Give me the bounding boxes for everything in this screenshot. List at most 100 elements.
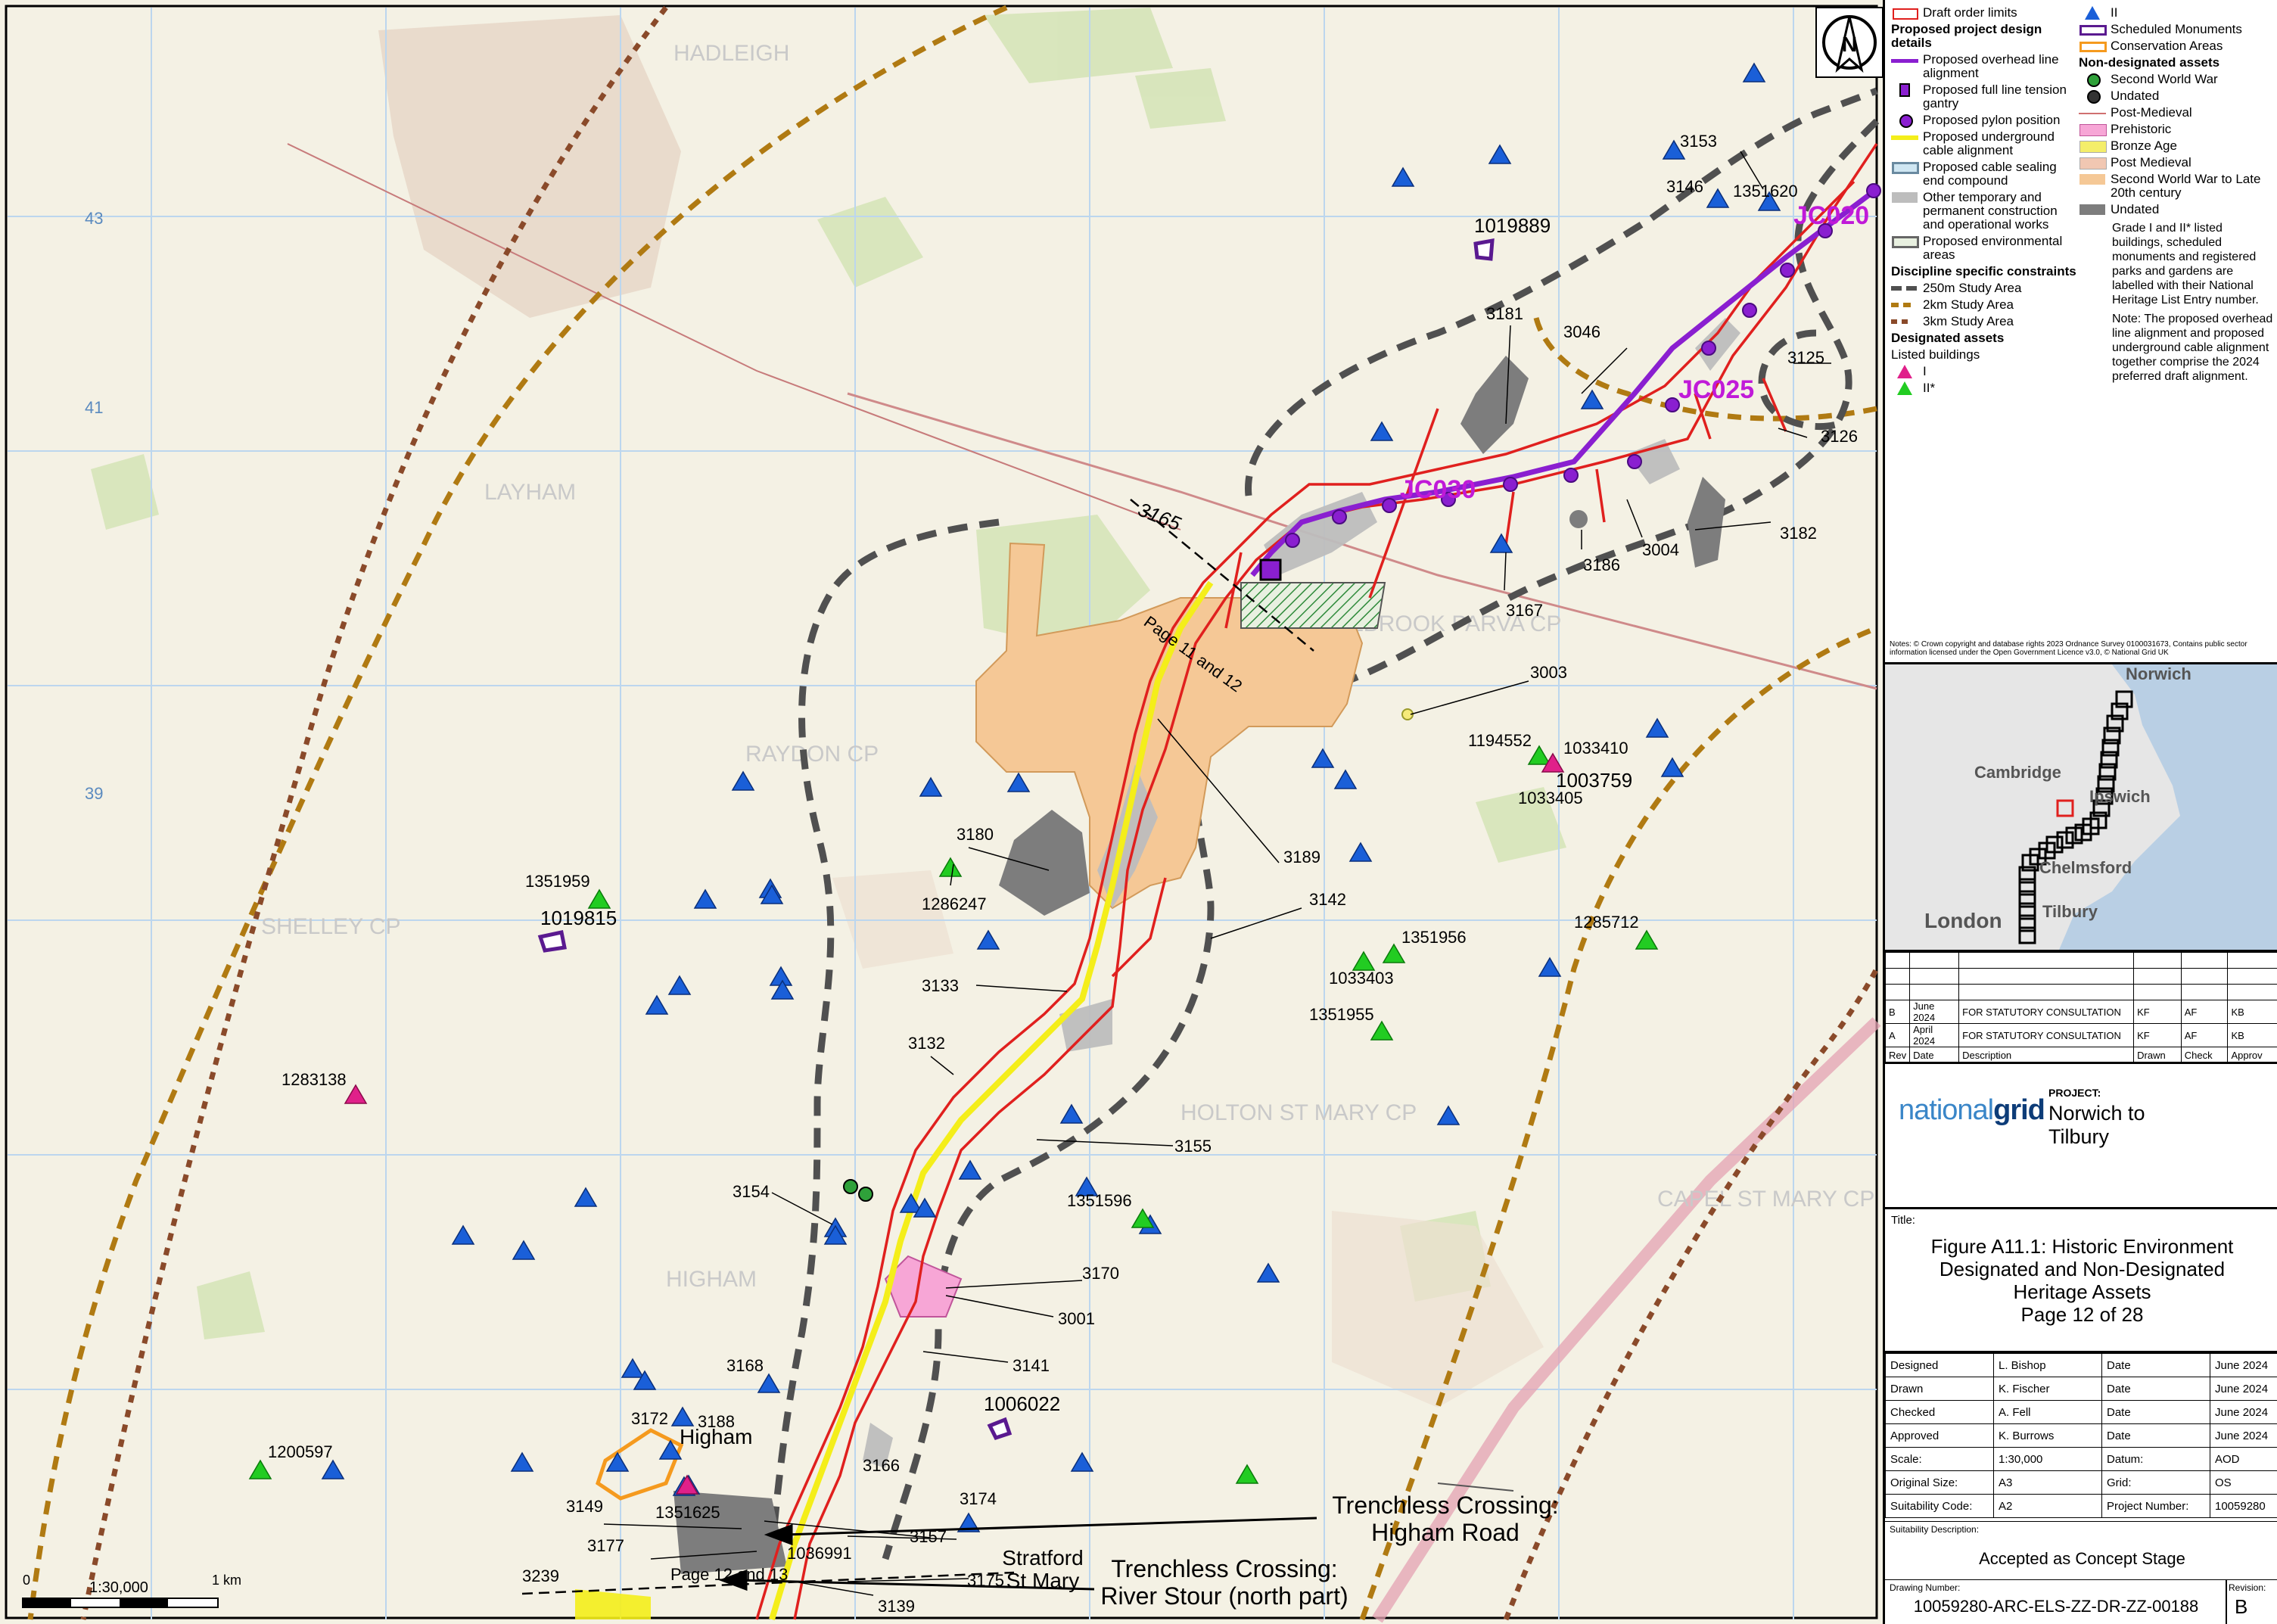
study-area-2km [27,5,1008,1620]
place-label-higham: Higham [680,1425,752,1448]
legend-item: Post Medieval [2079,156,2275,170]
asset-label: 1033405 [1518,789,1583,807]
dotundated-swatch-icon [2079,89,2106,104]
legend-item: Scheduled Monuments [2079,23,2275,36]
bronze-age-point [1401,708,1414,720]
info-value: K. Fischer [1993,1377,2102,1401]
postmedarea-swatch-icon [2079,156,2107,170]
info-value: A. Fell [1993,1400,2102,1424]
scheduled-monument [1473,238,1495,261]
undated-area [673,1491,787,1574]
legend-item: Proposed cable sealing end compound [1891,160,2079,188]
legend-label: Proposed full line tension gantry [1923,82,2067,110]
asset-label: 1036991 [787,1544,852,1563]
asset-label: 1003759 [1556,769,1632,792]
legend-label: Draft order limits [1923,5,2017,20]
town-hadleigh [378,15,681,318]
legend-item: II* [1891,381,2079,395]
drawing-number: 10059280-ARC-ELS-ZZ-DR-ZZ-00188 [1913,1597,2199,1616]
legend-label: 3km Study Area [1923,314,2014,328]
map-canvas[interactable]: 43 41 39 HADLEIGH RAYDON CP SHELLEY CP H… [0,0,1883,1624]
parish-labels: HADLEIGH RAYDON CP SHELLEY CP HIGHAM HOL… [261,41,1874,1292]
legend-item: I [1891,365,2079,378]
info-value: June 2024 [2210,1353,2277,1377]
info-label: Checked [1885,1400,1994,1424]
revision-header-row: Rev Date Description Drawn Check Approv [1884,1047,2277,1063]
legend-label: 2km Study Area [1923,297,2014,312]
legend-label: Post-Medieval [2111,105,2192,120]
dash2km-swatch-icon [1891,298,1918,312]
asset-label: 3239 [522,1566,559,1585]
legend-item: Second World War to Late 20th century [2079,173,2275,200]
asset-label: 3133 [922,976,959,995]
legend-section-header: Non-designated assets [2079,55,2220,70]
underground-cable [769,580,1214,1621]
legend-item: Conservation Areas [2079,39,2275,53]
draft-order-limit-east [793,143,1878,1620]
environmental-area [1240,582,1386,629]
ww2-point [843,1179,858,1194]
dash3km-swatch-icon [1891,315,1918,328]
asset-label: 3170 [1082,1264,1119,1283]
revision-cell: KF [2133,1023,2182,1047]
legend-item: 2km Study Area [1891,298,2079,312]
undated-area [1688,477,1725,568]
asset-label: 3168 [726,1356,764,1375]
info-label: Date [2101,1423,2210,1448]
legend-item: Other temporary and permanent constructi… [1891,191,2079,232]
info-label: Approved [1885,1423,1994,1448]
asset-label: 3155 [1174,1137,1212,1156]
postmedline-swatch-icon [2079,106,2106,120]
asset-label: 3175 [967,1571,1004,1590]
legend-item: Post-Medieval [2079,106,2275,120]
prehistoric-swatch-icon [2079,123,2107,136]
asset-label: 3167 [1506,601,1543,620]
triI-swatch-icon [1891,365,1918,378]
info-label: Suitability Code: [1885,1494,1994,1518]
legend-section-header: Designated assets [1891,331,2005,345]
asset-labels: 3153 3146 1351620 1019889 3181 3046 3125… [268,132,1858,1616]
legend-item: Draft order limits [1891,6,2079,20]
redbox-swatch-icon [1891,6,1918,20]
info-value: OS [2210,1470,2277,1495]
yellowline-swatch-icon [1891,130,1918,144]
revision-cell: KB [2227,1000,2277,1024]
purpleline-swatch-icon [1891,53,1918,67]
revision-cell: A [1884,1023,1911,1047]
pylon-section-label: JC025 [1678,375,1754,404]
page-index-boxes [2018,690,2133,944]
pylon-section-label: JC020 [1793,201,1869,230]
asset-label: 1351956 [1401,928,1467,947]
study-area-3km-east [1503,967,1880,1621]
legend-item: 250m Study Area [1891,282,2079,295]
info-label: Date [2101,1353,2210,1377]
asset-label: 3126 [1821,427,1858,446]
asset-label: 1351955 [1309,1005,1374,1024]
info-label: Project Number: [2101,1494,2210,1518]
info-label: Original Size: [1885,1470,1994,1495]
ww2-point [858,1187,873,1202]
asset-label: 3182 [1780,524,1817,543]
key-map-place: Chelmsford [2039,858,2132,877]
draft-order-limit-west [755,180,1856,1620]
legend-label: II [2111,5,2118,20]
title-label: Title: [1891,1214,1915,1227]
north-arrow: N [1815,7,1883,78]
study-area-3km [80,5,668,1620]
suitability-label: Suitability Description: [1890,1524,1980,1535]
asset-label: 3177 [587,1536,624,1555]
triIIs-swatch-icon [1891,381,1918,395]
revision-row: A April 2024 FOR STATUTORY CONSULTATION … [1884,1023,2277,1047]
legend-label: Bronze Age [2111,138,2177,153]
parish-label: HADLEIGH [673,41,789,66]
pylon-section-labels: JC020 JC025 JC030 [1400,201,1869,504]
revision-row: B June 2024 FOR STATUTORY CONSULTATION K… [1884,1000,2277,1024]
asset-label: 1351620 [1733,182,1798,201]
